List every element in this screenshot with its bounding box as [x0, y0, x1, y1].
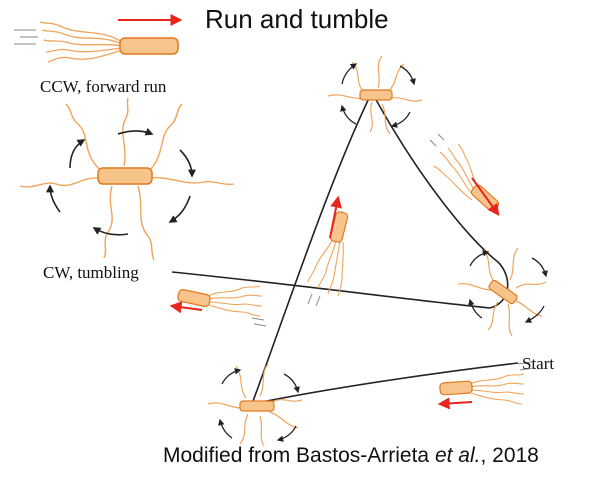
flagella-bundle: [207, 285, 263, 317]
run-direction-arrow-icon: [471, 177, 500, 216]
ccw-label: CCW, forward run: [40, 77, 167, 96]
rotation-arrow-icon: [399, 65, 416, 86]
tumble-top: [327, 55, 423, 135]
path-left-to-top: [251, 95, 371, 405]
path-right-to-cw: [171, 271, 491, 309]
run-direction-arrow-icon: [169, 301, 203, 314]
start-label: Start: [522, 354, 555, 373]
flagella-splayed: [19, 97, 235, 261]
rotation-arrow-icon: [469, 250, 490, 267]
bacterium-icon: [470, 184, 500, 212]
flagella-bundle: [307, 237, 344, 297]
bacterium-icon: [177, 288, 211, 308]
rotation-arrow-icon: [46, 184, 61, 213]
rotation-arrows: [468, 250, 548, 323]
motion-lines: [251, 317, 267, 327]
rotation-arrow-icon: [276, 425, 297, 442]
tumble-right: [457, 247, 548, 337]
credit-prefix: Modified from Bastos-Arrieta: [163, 444, 435, 467]
bacterium-icon: [359, 89, 393, 101]
rotation-arrow-icon: [218, 418, 233, 439]
motion-lines: [307, 293, 321, 307]
bacterium-icon: [488, 279, 518, 305]
bacterium-icon: [239, 400, 275, 412]
flagella-bundle: [469, 373, 525, 405]
source-credit: Modified from Bastos-Arrieta et al., 201…: [163, 444, 539, 468]
bacterium-icon: [119, 37, 179, 55]
rotation-arrow-icon: [92, 227, 129, 236]
motion-lines: [429, 133, 445, 147]
ccw-run-bacterium: [14, 14, 183, 63]
flagella-bundle: [39, 21, 123, 63]
rotation-arrow-icon: [221, 368, 242, 385]
motion-lines: [14, 29, 38, 45]
rotation-arrows: [340, 63, 416, 128]
rotation-arrow-icon: [117, 127, 154, 136]
cw-tumble-bacterium: [19, 97, 235, 261]
rotation-arrow-icon: [340, 104, 357, 125]
flagella-bundle: [433, 143, 479, 201]
tumble-bottom-left: [207, 363, 303, 447]
bacterium-icon: [439, 380, 473, 396]
rotation-arrow-icon: [69, 139, 86, 169]
rotation-arrow-icon: [468, 298, 483, 319]
cw-label: CW, tumbling: [43, 263, 139, 282]
run-direction-arrow-icon: [437, 397, 473, 410]
credit-suffix: , 2018: [480, 444, 539, 467]
run-bacterium-start: [437, 361, 535, 410]
motion-lines: [517, 361, 535, 371]
rotation-arrow-icon: [390, 111, 411, 128]
run-direction-arrow-icon: [329, 195, 343, 239]
rotation-arrow-icon: [531, 257, 548, 278]
rotation-arrow-icon: [168, 195, 191, 223]
rotation-arrow-icon: [179, 149, 196, 178]
flagella-splayed: [457, 247, 547, 337]
rotation-arrows: [46, 127, 196, 236]
trajectory-path: [171, 95, 519, 405]
rotation-arrows: [218, 368, 300, 442]
diagram-title: Run and tumble: [205, 4, 389, 34]
path-from-start: [251, 362, 519, 405]
bacterium-icon: [97, 167, 153, 185]
credit-italic: et al.: [434, 444, 481, 467]
rotation-arrow-icon: [341, 63, 358, 85]
rotation-arrow-icon: [283, 373, 300, 394]
run-bacterium-left: [169, 285, 267, 327]
run-bacterium-up: [307, 195, 349, 307]
run-bacterium-down: [429, 133, 500, 216]
rotation-arrow-icon: [524, 305, 545, 323]
